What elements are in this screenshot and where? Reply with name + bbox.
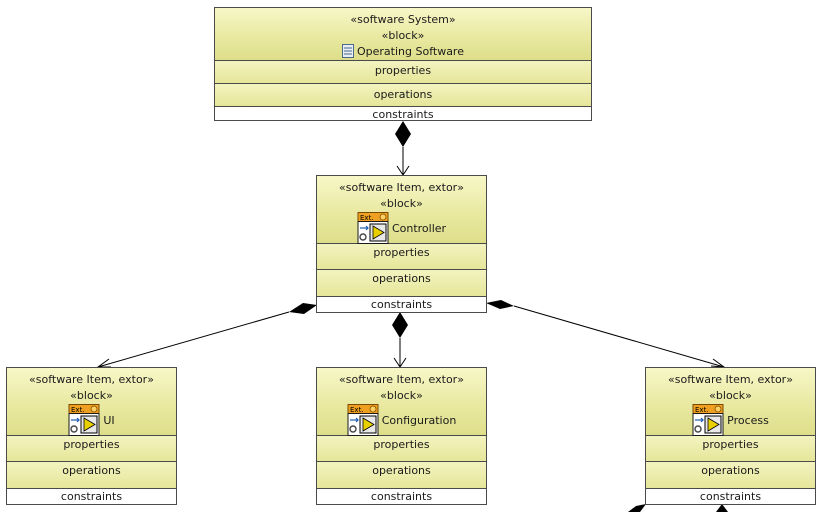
extor-icon: Ext. — [357, 212, 389, 244]
compartment-label: properties — [374, 64, 432, 77]
block-header: «software System» «block» Operating Soft… — [215, 8, 591, 61]
operations-compartment[interactable]: operations — [646, 462, 815, 489]
block-header: «software Item, extor» «block» Ext. Proc… — [646, 368, 815, 436]
compartment-label: constraints — [370, 298, 433, 311]
extor-icon-badge: Ext. — [350, 406, 364, 414]
composition-controller-ui[interactable] — [96, 303, 317, 368]
compartment-label: operations — [372, 272, 431, 285]
block-process[interactable]: «software Item, extor» «block» Ext. Proc… — [645, 367, 816, 505]
block-ui[interactable]: «software Item, extor» «block» Ext. UI p… — [6, 367, 177, 505]
composition-diamond — [486, 300, 514, 309]
stereotype-label: «software System» — [350, 13, 456, 26]
navigation-arrowhead — [710, 358, 726, 368]
compartment-label: operations — [373, 88, 433, 101]
composition-diamond — [392, 312, 408, 338]
block-kind-label: «block» — [380, 389, 423, 402]
block-name-row: Ext. UI — [7, 404, 176, 436]
compartment-label: operations — [62, 464, 121, 477]
block-header: «software Item, extor» «block» Ext. UI — [7, 368, 176, 436]
compartment-label: properties — [373, 246, 430, 259]
composition-operating-software-controller[interactable] — [395, 121, 411, 176]
compartment-label: constraints — [372, 108, 434, 121]
constraints-compartment[interactable]: constraints — [646, 489, 815, 504]
block-header: «software Item, extor» «block» Ext. Conf… — [317, 368, 486, 436]
compartment-label: operations — [372, 464, 431, 477]
constraints-compartment[interactable]: constraints — [7, 489, 176, 504]
association-line — [97, 311, 290, 368]
composition-diamond — [395, 121, 411, 147]
operations-compartment[interactable]: operations — [215, 84, 591, 107]
navigation-arrowhead — [96, 358, 111, 368]
extor-icon: Ext. — [347, 404, 379, 436]
block-name-row: Ext. Configuration — [317, 404, 486, 436]
stereotype-label: «software Item, extor» — [29, 373, 154, 386]
extor-icon: Ext. — [692, 404, 724, 436]
composition-diamond — [289, 303, 317, 314]
composition-controller-configuration[interactable] — [392, 312, 408, 368]
block-controller[interactable]: «software Item, extor» «block» Ext. Cont… — [316, 175, 487, 313]
block-name: UI — [103, 413, 115, 427]
operations-compartment[interactable]: operations — [317, 270, 486, 297]
partial-connector-below-process — [628, 504, 728, 512]
stereotype-label: «software Item, extor» — [339, 373, 464, 386]
stereotype-label: «software Item, extor» — [339, 181, 464, 194]
composition-controller-process[interactable] — [486, 300, 726, 368]
properties-compartment[interactable]: properties — [646, 436, 815, 462]
constraints-compartment[interactable]: constraints — [317, 297, 486, 312]
system-icon — [342, 44, 354, 58]
operations-compartment[interactable]: operations — [7, 462, 176, 489]
extor-icon-badge: Ext. — [695, 406, 709, 414]
block-kind-label: «block» — [709, 389, 752, 402]
block-name: Process — [727, 413, 769, 427]
association-line — [513, 305, 725, 368]
compartment-label: properties — [63, 438, 120, 451]
compartment-label: properties — [373, 438, 430, 451]
compartment-label: constraints — [60, 490, 123, 503]
block-operating-software[interactable]: «software System» «block» Operating Soft… — [214, 7, 592, 121]
extor-icon-badge: Ext. — [71, 406, 85, 414]
compartment-label: properties — [702, 438, 759, 451]
block-name: Configuration — [381, 413, 457, 427]
extor-icon: Ext. — [68, 404, 100, 436]
block-kind-label: «block» — [380, 197, 423, 210]
compartment-label: constraints — [699, 490, 762, 503]
block-name: Operating Software — [357, 44, 464, 58]
composition-diamond — [628, 504, 646, 512]
block-name: Controller — [391, 221, 447, 235]
operations-compartment[interactable]: operations — [317, 462, 486, 489]
properties-compartment[interactable]: properties — [317, 436, 486, 462]
extor-icon-badge: Ext. — [360, 214, 374, 222]
block-kind-label: «block» — [70, 389, 113, 402]
compartment-label: constraints — [370, 490, 433, 503]
properties-compartment[interactable]: properties — [215, 61, 591, 84]
constraints-compartment[interactable]: constraints — [215, 107, 591, 121]
block-header: «software Item, extor» «block» Ext. Cont… — [317, 176, 486, 244]
properties-compartment[interactable]: properties — [7, 436, 176, 462]
compartment-label: operations — [701, 464, 760, 477]
block-kind-label: «block» — [381, 29, 425, 42]
constraints-compartment[interactable]: constraints — [317, 489, 486, 504]
stereotype-label: «software Item, extor» — [668, 373, 793, 386]
properties-compartment[interactable]: properties — [317, 244, 486, 270]
block-name-row: Operating Software — [215, 44, 591, 58]
composition-diamond — [716, 504, 728, 512]
block-name-row: Ext. Controller — [317, 212, 486, 244]
block-name-row: Ext. Process — [646, 404, 815, 436]
block-configuration[interactable]: «software Item, extor» «block» Ext. Conf… — [316, 367, 487, 505]
